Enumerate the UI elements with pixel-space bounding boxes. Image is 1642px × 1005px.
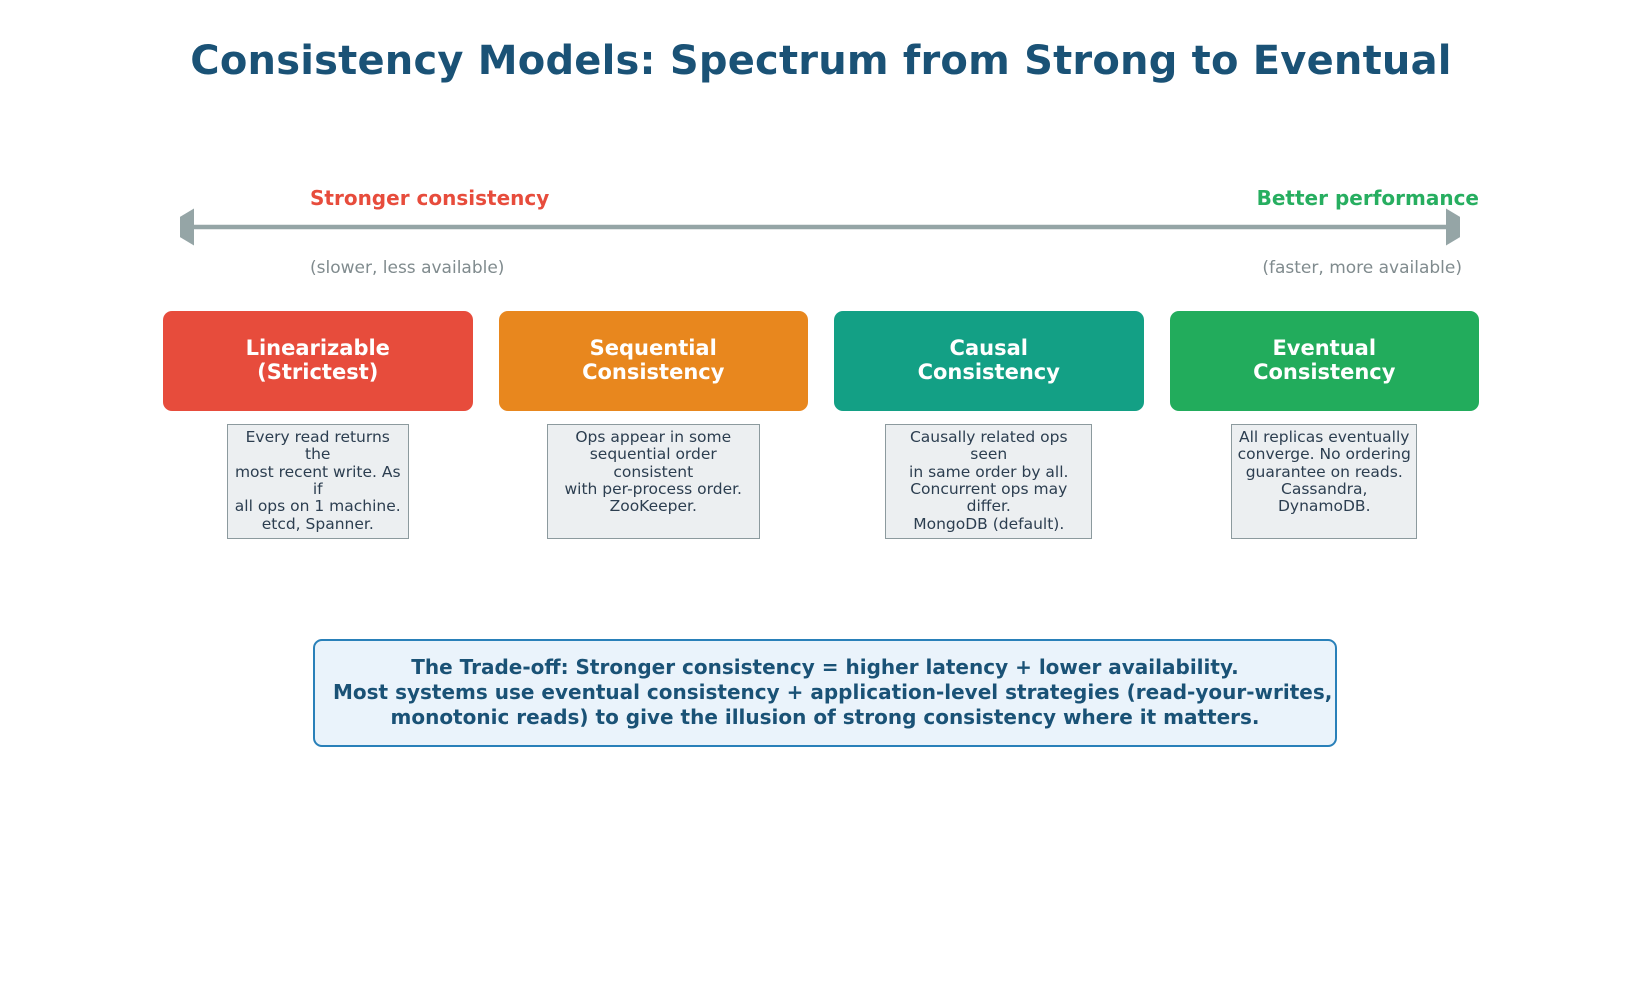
model-card-causal[interactable]: Causal Consistency: [834, 311, 1144, 411]
description-sequential: Ops appear in some sequential order cons…: [546, 424, 760, 540]
description-cell: Every read returns the most recent write…: [163, 424, 473, 540]
description-cell: Ops appear in some sequential order cons…: [499, 424, 809, 540]
tradeoff-callout: The Trade-off: Stronger consistency = hi…: [313, 639, 1337, 748]
double-arrow-icon: [180, 208, 1460, 246]
axis-sublabel-slower: (slower, less available): [310, 258, 505, 278]
description-linearizable: Every read returns the most recent write…: [226, 424, 409, 540]
model-card-sequential[interactable]: Sequential Consistency: [498, 311, 808, 411]
description-eventual: All replicas eventually converge. No ord…: [1231, 424, 1418, 540]
description-cell: Causally related ops seen in same order …: [834, 424, 1144, 540]
model-card-row: Linearizable (Strictest) Sequential Cons…: [163, 311, 1479, 411]
tradeoff-line-1: The Trade-off: Stronger consistency = hi…: [411, 655, 1239, 679]
tradeoff-line-2: Most systems use eventual consistency + …: [333, 679, 1333, 704]
model-card-eventual[interactable]: Eventual Consistency: [1169, 311, 1479, 411]
model-card-linearizable[interactable]: Linearizable (Strictest): [163, 311, 473, 411]
axis-label-stronger-consistency: Stronger consistency: [310, 186, 550, 210]
page-title: Consistency Models: Spectrum from Strong…: [190, 38, 1452, 84]
axis-label-better-performance: Better performance: [1256, 186, 1479, 210]
description-cell: All replicas eventually converge. No ord…: [1170, 424, 1480, 540]
description-causal: Causally related ops seen in same order …: [885, 424, 1093, 540]
axis-sublabel-faster: (faster, more available): [1262, 258, 1462, 278]
model-description-row: Every read returns the most recent write…: [163, 424, 1480, 540]
tradeoff-line-3: monotonic reads) to give the illusion of…: [390, 704, 1260, 729]
